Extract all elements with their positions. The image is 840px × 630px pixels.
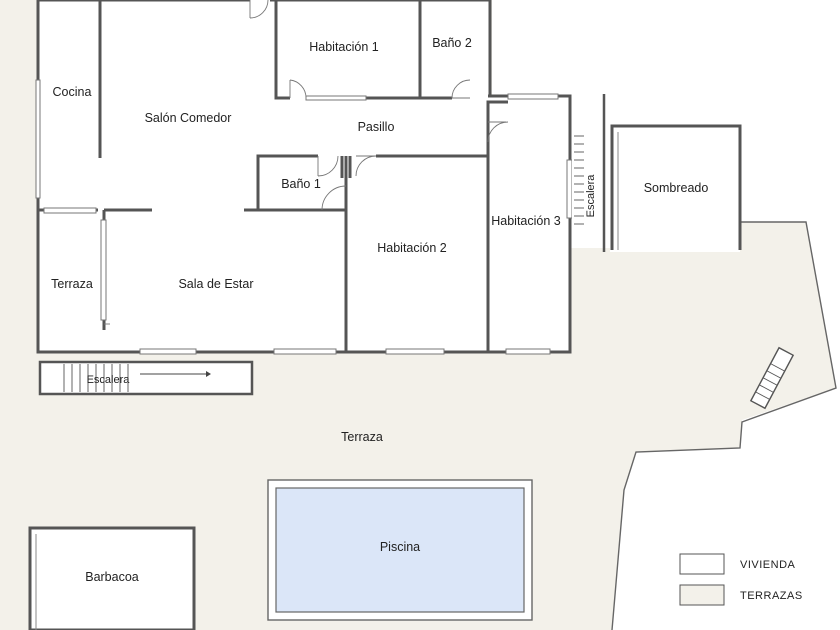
door-entrance bbox=[249, 0, 269, 19]
door-pasillo-baño1 bbox=[321, 185, 347, 211]
window-kitchen bbox=[35, 79, 41, 199]
legend-vivienda-label: VIVIENDA bbox=[740, 559, 796, 571]
stair-right-steps bbox=[574, 135, 584, 225]
hab1-wall bbox=[274, 0, 290, 100]
window-hab3-bottom bbox=[505, 348, 551, 355]
stair-diagonal bbox=[749, 346, 795, 410]
label-habitacion-1: Habitación 1 bbox=[309, 40, 379, 54]
terrace-outline bbox=[611, 221, 837, 630]
sombreado-wall bbox=[610, 124, 742, 250]
window-hab3-top bbox=[507, 93, 559, 100]
label-barbacoa: Barbacoa bbox=[85, 570, 139, 584]
label-salon-comedor: Salón Comedor bbox=[145, 111, 232, 125]
door-bano2 bbox=[451, 79, 471, 99]
stair-bottom-arrowhead bbox=[206, 371, 211, 377]
house-interior bbox=[38, 0, 570, 352]
house-outer-wall bbox=[36, 0, 572, 354]
label-sala-de-estar: Sala de Estar bbox=[178, 277, 253, 291]
window-terraza-top bbox=[43, 207, 97, 214]
bano1-wall bbox=[256, 154, 318, 210]
barbacoa-box bbox=[28, 526, 196, 630]
door-hab3 bbox=[487, 121, 509, 143]
stair-bottom-frame bbox=[38, 360, 254, 396]
legend-vivienda-swatch bbox=[679, 553, 725, 575]
label-terraza-main: Terraza bbox=[341, 430, 383, 444]
label-escalera-right: Escalera bbox=[585, 174, 597, 218]
stair-bottom-steps bbox=[63, 364, 129, 392]
label-piscina: Piscina bbox=[380, 540, 420, 554]
window-hab2-bottom bbox=[385, 348, 445, 355]
door-hab2 bbox=[355, 155, 377, 177]
label-terraza-small: Terraza bbox=[51, 277, 93, 291]
door-bano1 bbox=[317, 155, 339, 177]
window-sala-bottom-2 bbox=[273, 348, 337, 355]
label-escalera-bottom: Escalera bbox=[87, 374, 131, 386]
label-sombreado: Sombreado bbox=[644, 181, 709, 195]
door-hab1 bbox=[289, 79, 307, 99]
legend-terrazas-swatch bbox=[679, 584, 725, 606]
label-habitacion-2: Habitación 2 bbox=[377, 241, 447, 255]
label-bano-2: Baño 2 bbox=[432, 36, 472, 50]
window-hab1-bottom bbox=[305, 95, 367, 101]
window-sala-bottom-1 bbox=[139, 348, 197, 355]
window-sala-left bbox=[100, 219, 107, 321]
label-pasillo: Pasillo bbox=[358, 120, 395, 134]
window-hab3-right bbox=[566, 159, 573, 219]
legend-terrazas-label: TERRAZAS bbox=[740, 590, 803, 602]
sombreado-box bbox=[612, 126, 740, 250]
label-habitacion-3: Habitación 3 bbox=[491, 214, 561, 228]
piscina-water bbox=[275, 487, 525, 613]
label-bano-1: Baño 1 bbox=[281, 177, 321, 191]
label-cocina: Cocina bbox=[53, 85, 92, 99]
